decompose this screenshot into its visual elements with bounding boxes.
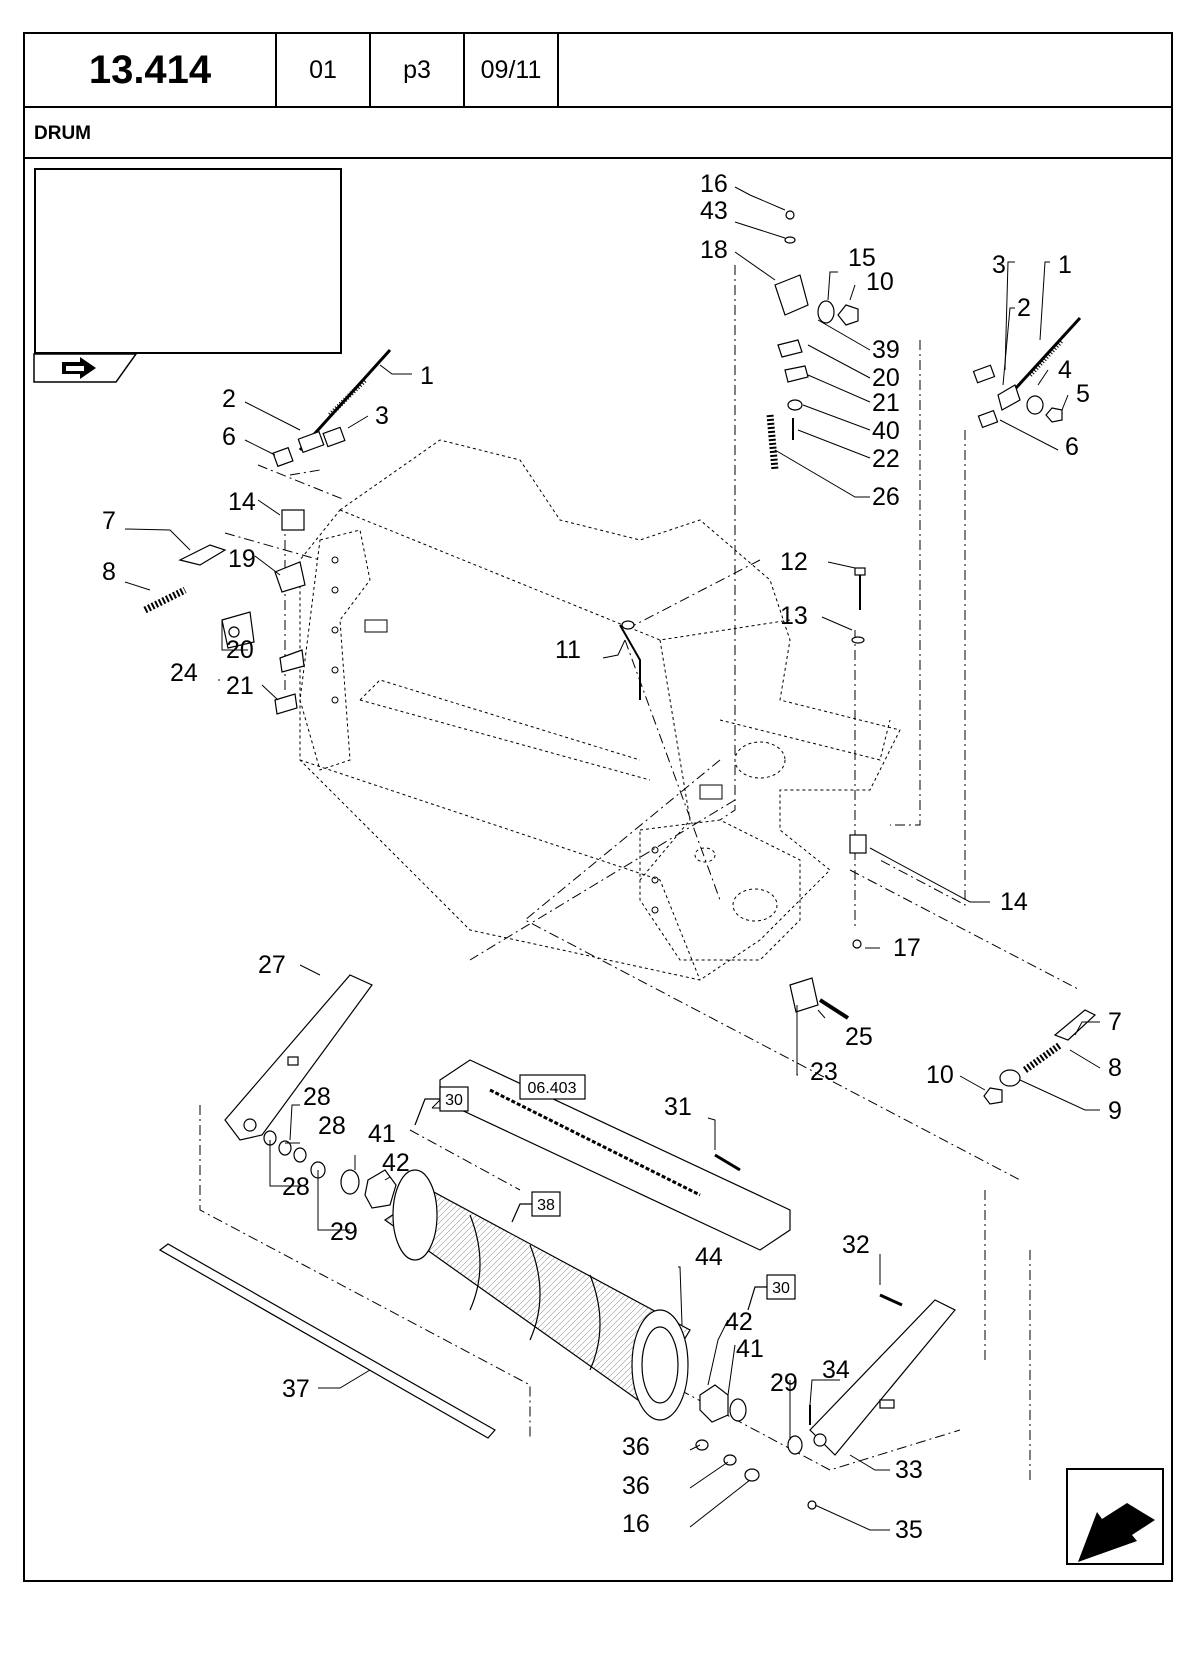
callout-37: 37: [282, 1375, 310, 1403]
callout-7: 7: [102, 507, 116, 535]
callout-1b: 1: [1058, 251, 1072, 279]
callout-28a: 28: [303, 1083, 331, 1111]
callout-2b: 2: [1017, 294, 1031, 322]
callout-41b: 41: [736, 1335, 764, 1363]
callout-20b: 20: [872, 364, 900, 392]
drum-housing: [299, 439, 901, 981]
reference-06-403[interactable]: 06.403: [528, 1080, 577, 1097]
callout-34: 34: [822, 1356, 850, 1384]
callout-43: 43: [700, 197, 728, 225]
callout-7b: 7: [1108, 1008, 1122, 1036]
callout-42b: 42: [725, 1308, 753, 1336]
next-page-arrow-icon[interactable]: [1066, 1468, 1164, 1565]
callout-29: 29: [330, 1218, 358, 1246]
callout-28b: 28: [318, 1112, 346, 1140]
callout-3: 3: [375, 402, 389, 430]
callout-9: 9: [1108, 1097, 1122, 1125]
callout-44: 44: [695, 1243, 723, 1271]
parts-far-right: [972, 316, 1097, 1105]
header-cell-date: 09/11: [463, 32, 559, 108]
callout-40: 40: [872, 417, 900, 445]
callout-10: 10: [866, 268, 894, 296]
callout-21b: 21: [872, 389, 900, 417]
callout-4: 4: [1058, 356, 1072, 384]
callout-5: 5: [1076, 380, 1090, 408]
callout-19: 19: [228, 545, 256, 573]
parts-top-right: [619, 210, 867, 1020]
page-title: DRUM: [23, 106, 1173, 159]
callout-6: 6: [222, 423, 236, 451]
callout-8b: 8: [1108, 1054, 1122, 1082]
callout-8: 8: [102, 558, 116, 586]
return-arrow-icon[interactable]: [33, 353, 138, 383]
callout-16: 16: [700, 170, 728, 198]
callout-22: 22: [872, 445, 900, 473]
callout-16b: 16: [622, 1510, 650, 1538]
callout-12: 12: [780, 548, 808, 576]
drum-assembly: [158, 974, 956, 1510]
callout-labels: 1 2 3 6 7 8 14 19 20 24 21 16 43 18 15 1…: [102, 170, 1122, 1544]
reference-30-left[interactable]: 30: [445, 1092, 463, 1109]
callout-42: 42: [382, 1149, 410, 1177]
callout-20: 20: [226, 636, 254, 664]
callout-24: 24: [170, 659, 198, 687]
callout-32: 32: [842, 1231, 870, 1259]
parts-left-top: [143, 348, 392, 715]
callout-13: 13: [780, 602, 808, 630]
assembly-lines: [199, 265, 1081, 1480]
callout-6b: 6: [1065, 433, 1079, 461]
reference-30-right[interactable]: 30: [772, 1280, 790, 1297]
callout-11: 11: [555, 636, 581, 664]
callout-10b: 10: [926, 1061, 954, 1089]
callout-21: 21: [226, 672, 254, 700]
callout-15: 15: [848, 244, 876, 272]
callout-14b: 14: [1000, 888, 1028, 916]
callout-29b: 29: [770, 1369, 798, 1397]
callout-31: 31: [664, 1093, 692, 1121]
callout-23: 23: [810, 1058, 838, 1086]
callout-36a: 36: [622, 1433, 650, 1461]
inset-box: [34, 168, 342, 354]
callout-33: 33: [895, 1456, 923, 1484]
callout-41: 41: [368, 1120, 396, 1148]
callout-26: 26: [872, 483, 900, 511]
page-frame: [23, 32, 1173, 1582]
callout-18: 18: [700, 236, 728, 264]
callout-35: 35: [895, 1516, 923, 1544]
callout-2: 2: [222, 385, 236, 413]
callout-39: 39: [872, 336, 900, 364]
callout-14: 14: [228, 488, 256, 516]
reference-boxes: [414, 1074, 796, 1311]
callout-17: 17: [893, 934, 921, 962]
callout-25: 25: [845, 1023, 873, 1051]
callout-36b: 36: [622, 1472, 650, 1500]
reference-38[interactable]: 38: [537, 1197, 555, 1214]
callout-27: 27: [258, 951, 286, 979]
callout-1: 1: [420, 362, 434, 390]
callout-3b: 3: [992, 251, 1006, 279]
callout-28c: 28: [282, 1173, 310, 1201]
